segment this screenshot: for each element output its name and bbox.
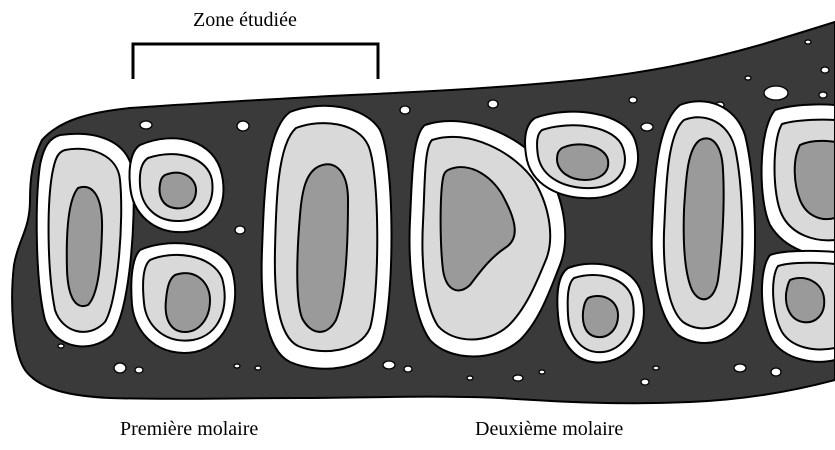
- central-root: [262, 106, 392, 369]
- second-molar-lower-root: [557, 264, 644, 363]
- second-molar-right-root: [652, 101, 755, 343]
- first-molar-left-root: [37, 134, 134, 347]
- first-molar-lower-root: [131, 243, 235, 353]
- studied-zone-bracket: [133, 44, 378, 79]
- first-molar-upper-root: [129, 138, 223, 232]
- studied-zone-label: Zone étudiée: [193, 9, 297, 32]
- second-molar-label: Deuxième molaire: [475, 418, 623, 441]
- first-molar-label: Première molaire: [120, 418, 258, 441]
